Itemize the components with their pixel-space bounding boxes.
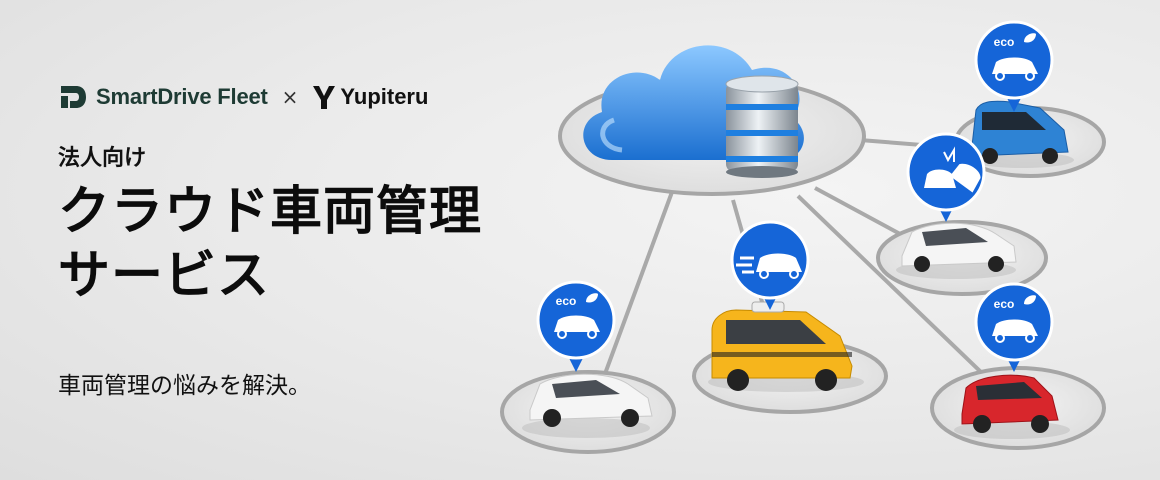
brand-logos: SmartDrive Fleet × Yupiteru — [58, 80, 538, 114]
eco-label: eco — [556, 294, 577, 308]
eco-car-icon: eco — [536, 280, 616, 372]
eco-label: eco — [994, 297, 1015, 311]
smartdrive-name: SmartDrive Fleet — [96, 84, 268, 109]
collision-icon — [906, 132, 986, 222]
yupiteru-logo-icon — [313, 86, 336, 109]
hero-text: SmartDrive Fleet × Yupiteru 法人向け クラウド車両管… — [58, 80, 538, 308]
cloud-server-icon — [583, 45, 804, 178]
smartdrive-logo-icon — [61, 86, 86, 108]
eco-car-icon-top: eco — [974, 20, 1054, 112]
taxi-van — [708, 301, 864, 392]
eco-car-icon-bottom: eco — [974, 282, 1054, 372]
yupiteru-logo: Yupiteru — [312, 84, 428, 110]
connection-lines — [600, 138, 1012, 402]
red-car — [954, 374, 1070, 439]
smartdrive-logo: SmartDrive Fleet — [58, 82, 268, 112]
headline-title: クラウド車両管理 サービス — [58, 180, 538, 308]
tagline: 車両管理の悩みを解決。 — [58, 373, 311, 399]
headline-title-line2: サービス — [58, 246, 271, 306]
yupiteru-name: Yupiteru — [340, 84, 429, 109]
headline-title-line1: クラウド車両管理 — [58, 182, 483, 242]
headline-kicker: 法人向け — [58, 146, 147, 171]
speed-car-icon — [730, 220, 810, 310]
brand-separator: × — [281, 85, 299, 109]
white-car-left — [522, 373, 653, 438]
eco-label: eco — [994, 35, 1015, 49]
blue-car — [970, 100, 1074, 168]
white-car-right — [896, 222, 1017, 279]
